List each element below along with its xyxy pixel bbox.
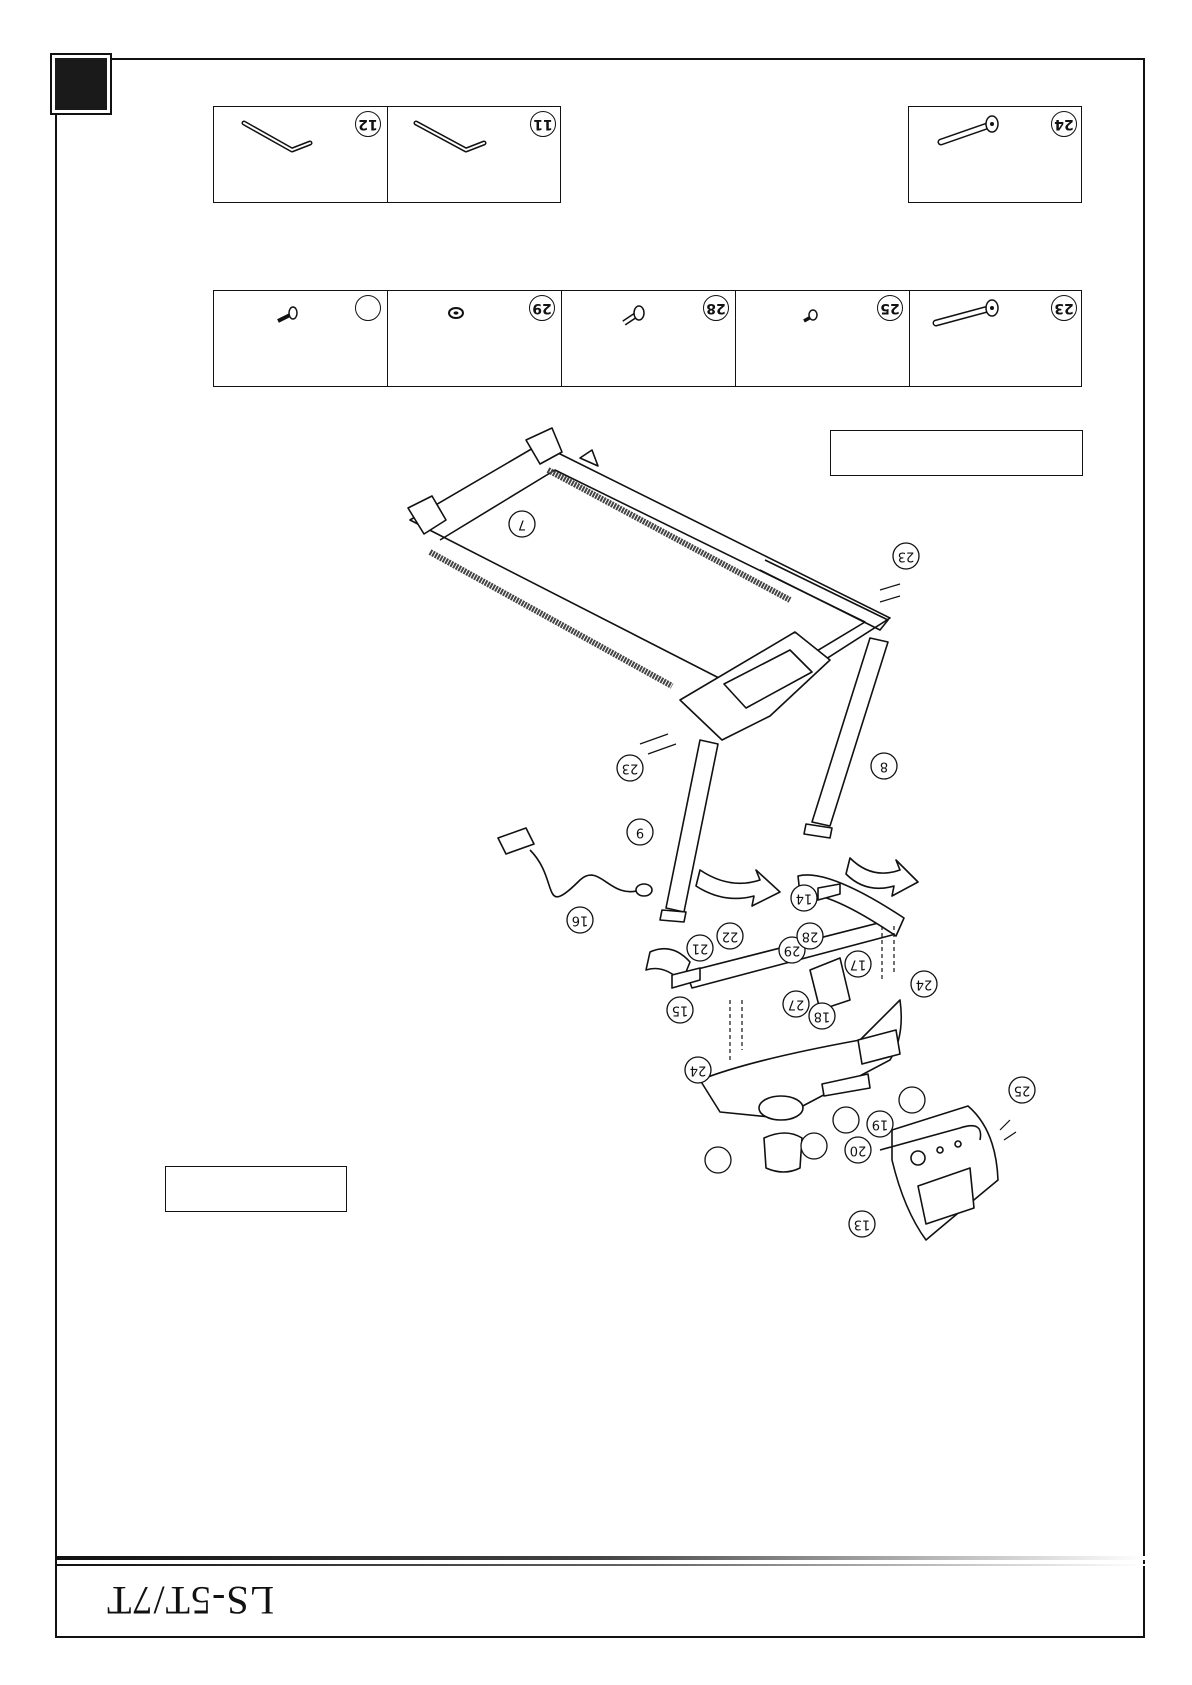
rotation-arrow-icon — [696, 870, 780, 906]
callout-label: 14 — [796, 891, 813, 906]
callout-label: 13 — [854, 1217, 871, 1232]
callout-label: 7 — [518, 517, 526, 532]
footer-bar — [55, 1556, 1145, 1560]
callout-label: 24 — [690, 1063, 707, 1078]
callout-label: 24 — [916, 977, 933, 992]
footer-bar — [55, 1564, 1145, 1566]
callout-label: 23 — [622, 761, 639, 776]
treadmill-deck — [408, 428, 890, 740]
callout-label: 18 — [814, 1009, 831, 1024]
left-upright — [660, 740, 718, 922]
callout-label: 8 — [880, 759, 888, 774]
callout-label: 15 — [672, 1003, 689, 1018]
callout-label: 29 — [784, 943, 801, 958]
callout-label: 21 — [692, 941, 709, 956]
callout-label: 17 — [850, 957, 867, 972]
callout-label: 23 — [898, 549, 915, 564]
callout-label: 16 — [572, 913, 589, 928]
cup-holder — [764, 1133, 802, 1172]
callout-label: 28 — [802, 929, 819, 944]
callout-label: 9 — [636, 825, 644, 840]
console-display — [880, 1106, 998, 1240]
callout-label: 27 — [788, 997, 805, 1012]
callout-label: 19 — [872, 1117, 889, 1132]
footer-brand-logo: LS-5T/7T — [60, 1576, 320, 1626]
callout-label: 25 — [1014, 1083, 1031, 1098]
callout-label: 20 — [850, 1143, 867, 1158]
brand-text: LS-5T/7T — [60, 1576, 320, 1626]
callout-label: 22 — [722, 929, 739, 944]
